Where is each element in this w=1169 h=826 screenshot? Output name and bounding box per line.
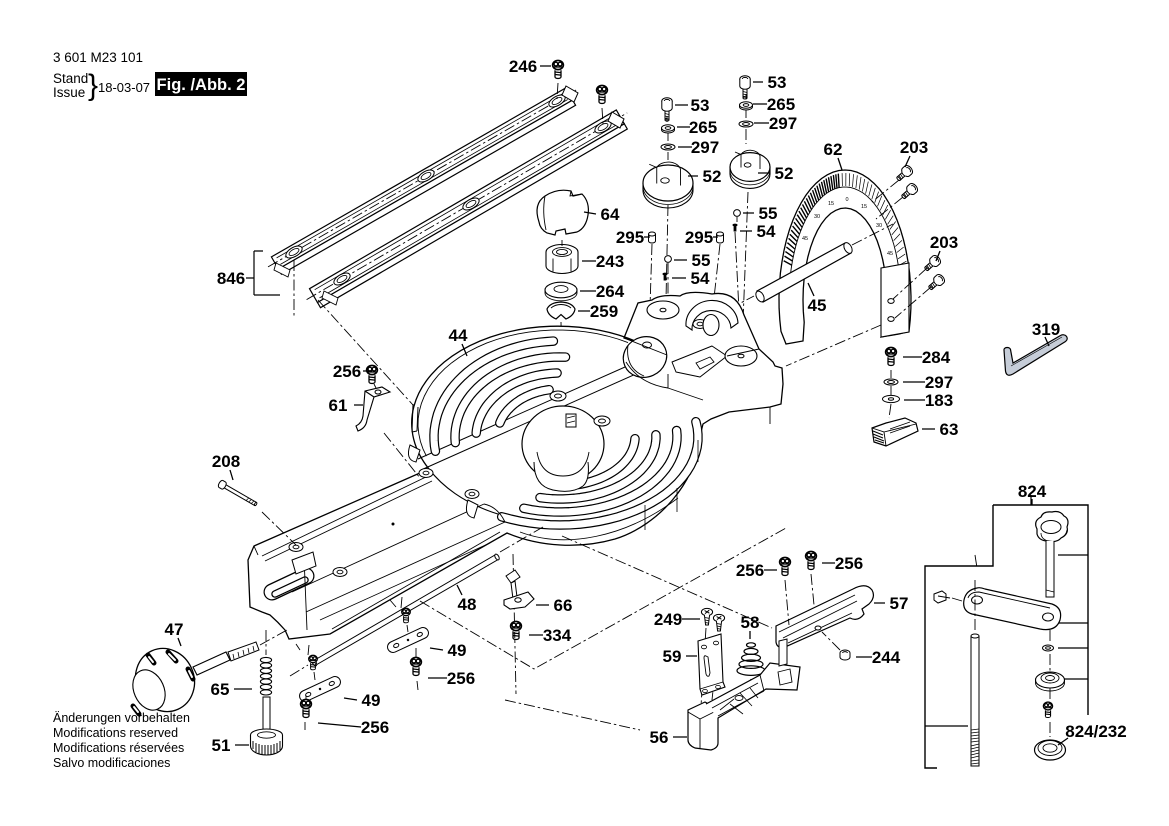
svg-text:45: 45	[887, 251, 893, 257]
svg-text:259: 259	[590, 302, 618, 321]
svg-text:824/232: 824/232	[1065, 722, 1126, 741]
svg-text:44: 44	[449, 326, 468, 345]
svg-text:256: 256	[736, 561, 764, 580]
svg-text:30: 30	[814, 214, 820, 220]
svg-text:30: 30	[876, 223, 882, 229]
svg-text:53: 53	[768, 73, 787, 92]
svg-text:3 601 M23 101: 3 601 M23 101	[53, 50, 143, 65]
svg-text:45: 45	[802, 236, 808, 242]
svg-text:58: 58	[741, 613, 760, 632]
svg-text:55: 55	[759, 204, 778, 223]
svg-text:295: 295	[685, 228, 713, 247]
svg-text:203: 203	[930, 233, 958, 252]
svg-text:52: 52	[775, 164, 794, 183]
svg-text:}: }	[88, 69, 98, 102]
svg-text:203: 203	[900, 138, 928, 157]
svg-text:51: 51	[212, 736, 231, 755]
svg-text:55: 55	[692, 251, 711, 270]
svg-text:54: 54	[757, 222, 776, 241]
svg-text:63: 63	[940, 420, 959, 439]
svg-text:45: 45	[808, 296, 827, 315]
svg-text:256: 256	[361, 718, 389, 737]
svg-text:256: 256	[835, 554, 863, 573]
svg-text:57: 57	[890, 594, 909, 613]
svg-text:52: 52	[703, 167, 722, 186]
svg-text:Issue: Issue	[53, 85, 85, 100]
svg-text:59: 59	[663, 647, 682, 666]
svg-text:846: 846	[217, 269, 245, 288]
svg-text:Fig. /Abb. 2: Fig. /Abb. 2	[157, 76, 246, 94]
svg-text:Salvo modificaciones: Salvo modificaciones	[53, 756, 170, 770]
svg-text:65: 65	[211, 680, 230, 699]
svg-text:56: 56	[650, 728, 669, 747]
svg-text:48: 48	[458, 595, 477, 614]
svg-text:246: 246	[509, 57, 537, 76]
svg-text:18-03-07: 18-03-07	[98, 80, 150, 95]
svg-text:53: 53	[691, 96, 710, 115]
svg-text:244: 244	[872, 648, 901, 667]
svg-text:49: 49	[362, 691, 381, 710]
svg-text:264: 264	[596, 282, 625, 301]
svg-text:208: 208	[212, 452, 240, 471]
svg-text:249: 249	[654, 610, 682, 629]
svg-text:824: 824	[1018, 482, 1047, 501]
svg-text:284: 284	[922, 348, 951, 367]
svg-text:265: 265	[689, 118, 717, 137]
svg-text:61: 61	[329, 396, 348, 415]
svg-text:Stand: Stand	[53, 71, 88, 86]
svg-text:319: 319	[1032, 320, 1060, 339]
svg-text:297: 297	[691, 138, 719, 157]
svg-text:49: 49	[448, 641, 467, 660]
svg-text:64: 64	[601, 205, 620, 224]
svg-text:297: 297	[769, 114, 797, 133]
svg-text:62: 62	[824, 140, 843, 159]
svg-text:54: 54	[691, 269, 710, 288]
svg-text:47: 47	[165, 620, 184, 639]
svg-text:183: 183	[925, 391, 953, 410]
svg-text:295: 295	[616, 228, 644, 247]
svg-text:0: 0	[845, 197, 848, 203]
svg-text:243: 243	[596, 252, 624, 271]
svg-text:256: 256	[333, 362, 361, 381]
svg-text:265: 265	[767, 95, 795, 114]
svg-text:66: 66	[554, 596, 573, 615]
svg-text:297: 297	[925, 373, 953, 392]
svg-text:15: 15	[828, 201, 834, 207]
svg-text:Modifications reserved: Modifications reserved	[53, 726, 178, 740]
svg-text:15: 15	[861, 204, 867, 210]
svg-text:334: 334	[543, 626, 572, 645]
svg-text:Änderungen vorbehalten: Änderungen vorbehalten	[53, 711, 190, 725]
svg-text:256: 256	[447, 669, 475, 688]
svg-text:Modifications réservées: Modifications réservées	[53, 741, 184, 755]
